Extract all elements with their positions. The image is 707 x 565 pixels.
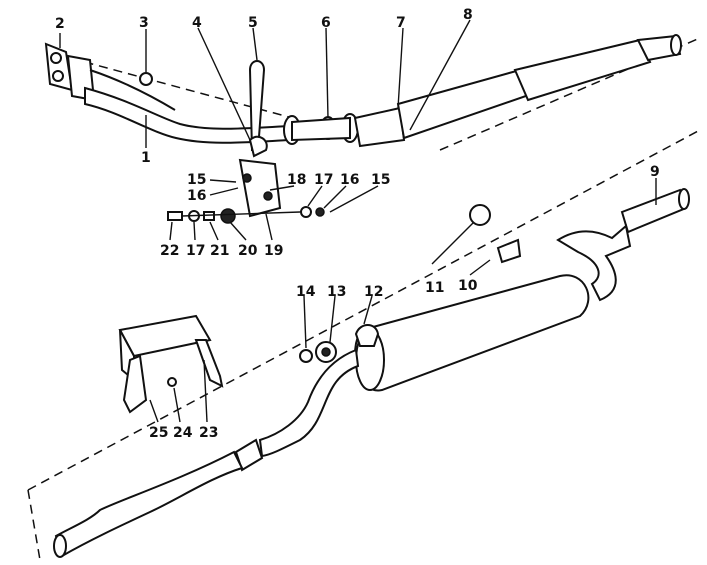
callout-18: 18 [287,172,306,188]
callout-16-right: 16 [340,172,359,188]
mounting-bracket-assembly [167,158,325,224]
pipe-flange-joint [283,113,359,145]
callout-9: 9 [650,164,660,180]
callout-15-right: 15 [371,172,390,188]
callout-4: 4 [192,15,202,31]
callout-17-lower: 17 [186,243,205,259]
callout-6: 6 [321,15,331,31]
callout-1: 1 [141,150,151,166]
callout-leader-lines [59,19,657,423]
callout-17-upper: 17 [314,172,333,188]
callout-22: 22 [160,243,179,259]
callout-23: 23 [199,425,218,441]
nut-14 [299,349,313,363]
intermediate-pipe-resonator [353,34,682,148]
rubber-ring [469,204,491,226]
callout-8: 8 [463,7,473,23]
callout-21: 21 [210,243,229,259]
rear-hanger-bracket [118,314,224,414]
callout-2: 2 [55,16,65,32]
callout-16-upper: 16 [187,188,206,204]
dashed-assembly-line-lower [27,129,701,491]
callout-15-upper: 15 [187,172,206,188]
callout-25: 25 [149,425,168,441]
callout-11: 11 [425,280,444,296]
callout-13: 13 [327,284,346,300]
callout-24: 24 [173,425,193,441]
nut-3 [139,72,153,86]
callout-5: 5 [248,15,258,31]
callout-14: 14 [296,284,316,300]
callout-3: 3 [139,15,149,31]
rear-silencer-assembly [53,224,632,558]
silencer-strap-12 [354,324,380,347]
retaining-clip [496,238,522,264]
rubber-mount-center [321,347,331,357]
dashed-assembly-line-left [27,489,41,561]
callout-20: 20 [238,243,258,259]
callout-12: 12 [364,284,383,300]
pipe-clamp [248,135,268,158]
callout-7: 7 [396,15,406,31]
callout-10: 10 [458,278,478,294]
callout-19: 19 [264,243,283,259]
